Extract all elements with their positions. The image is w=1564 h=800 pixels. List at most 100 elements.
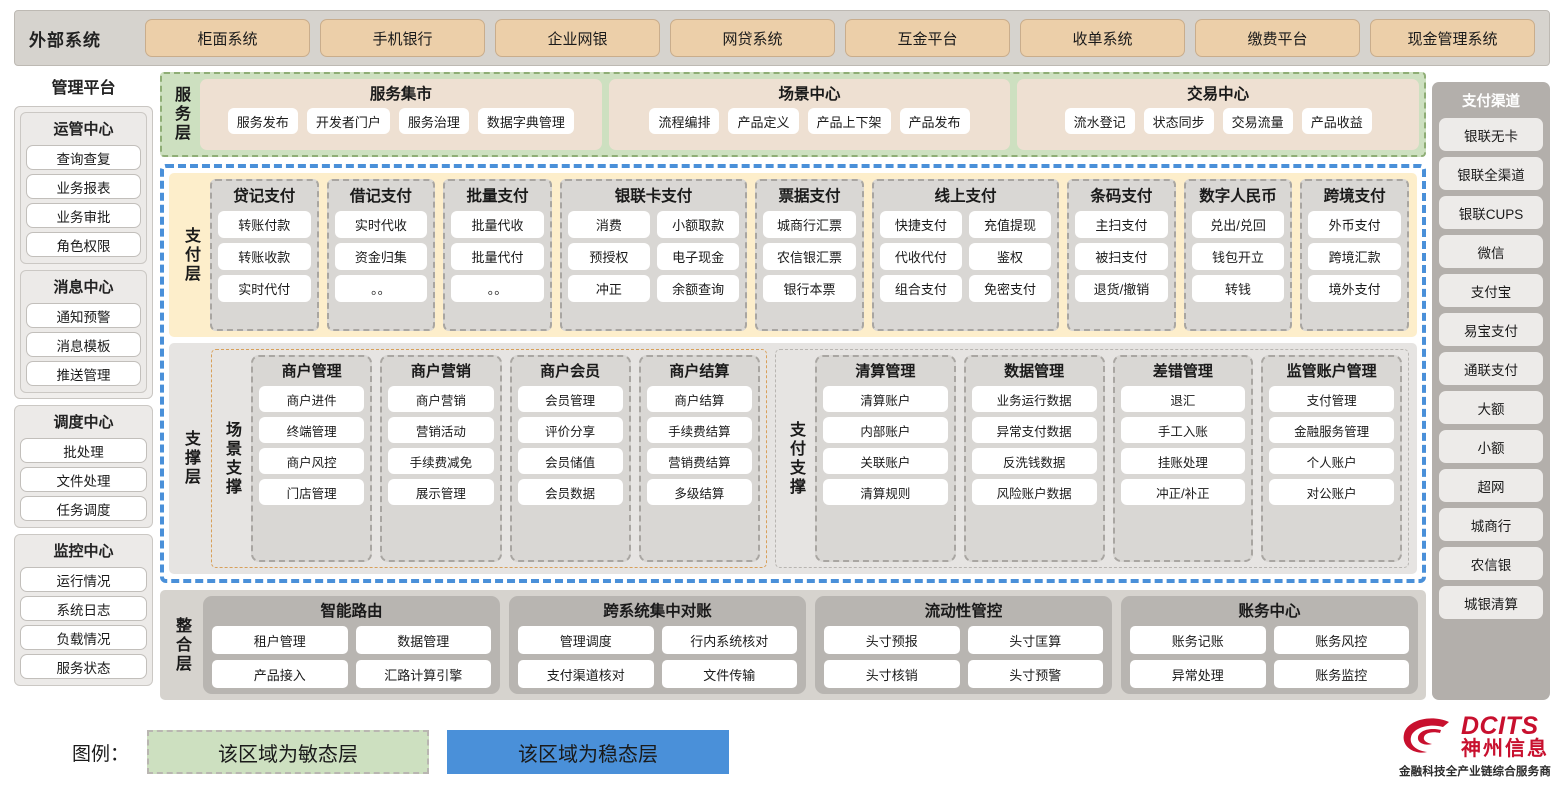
support-item[interactable]: 会员储值 <box>517 448 623 474</box>
payment-channel-item[interactable]: 城银清算 <box>1439 586 1543 619</box>
integration-item[interactable]: 支付渠道核对 <box>518 660 654 688</box>
management-menu-item[interactable]: 负载情况 <box>20 625 147 650</box>
support-item[interactable]: 内部账户 <box>823 417 948 443</box>
support-item[interactable]: 清算账户 <box>823 386 948 412</box>
pay-item[interactable]: 转账收款 <box>218 243 311 270</box>
integration-item[interactable]: 管理调度 <box>518 626 654 654</box>
service-item[interactable]: 开发者门户 <box>306 108 390 134</box>
pay-item[interactable]: 资金归集 <box>334 243 428 270</box>
service-item[interactable]: 产品定义 <box>728 108 799 134</box>
integration-item[interactable]: 账务风控 <box>1273 626 1409 654</box>
payment-channel-item[interactable]: 农信银 <box>1439 547 1543 580</box>
pay-item[interactable]: 小额取款 <box>657 211 740 238</box>
management-menu-item[interactable]: 任务调度 <box>20 496 147 521</box>
integration-item[interactable]: 产品接入 <box>212 660 348 688</box>
support-item[interactable]: 风险账户数据 <box>971 479 1097 505</box>
support-item[interactable]: 评价分享 <box>517 417 623 443</box>
pay-item[interactable]: 城商行汇票 <box>763 211 856 238</box>
integration-item[interactable]: 汇路计算引擎 <box>355 660 491 688</box>
integration-item[interactable]: 数据管理 <box>355 626 491 654</box>
external-system-item[interactable]: 现金管理系统 <box>1370 19 1535 57</box>
pay-item[interactable]: 鉴权 <box>968 243 1052 270</box>
service-item[interactable]: 服务治理 <box>398 108 469 134</box>
pay-item[interactable]: 预授权 <box>567 243 650 270</box>
payment-channel-item[interactable]: 易宝支付 <box>1439 313 1543 346</box>
management-menu-item[interactable]: 业务报表 <box>26 174 141 199</box>
support-item[interactable]: 商户进件 <box>259 386 365 412</box>
support-item[interactable]: 会员管理 <box>517 386 623 412</box>
management-menu-item[interactable]: 批处理 <box>20 438 147 463</box>
management-menu-item[interactable]: 通知预警 <box>26 303 141 328</box>
pay-item[interactable]: 批量代付 <box>451 243 544 270</box>
pay-item[interactable]: 组合支付 <box>879 275 962 302</box>
support-item[interactable]: 商户风控 <box>259 448 365 474</box>
pay-item[interactable]: 代收代付 <box>879 243 962 270</box>
payment-channel-item[interactable]: 银联无卡 <box>1439 118 1543 151</box>
service-item[interactable]: 服务发布 <box>227 108 298 134</box>
support-item[interactable]: 挂账处理 <box>1120 448 1246 474</box>
support-item[interactable]: 手续费结算 <box>646 417 752 443</box>
support-item[interactable]: 清算规则 <box>823 479 948 505</box>
support-item[interactable]: 支付管理 <box>1269 386 1394 412</box>
payment-channel-item[interactable]: 超网 <box>1439 469 1543 502</box>
support-item[interactable]: 门店管理 <box>259 479 365 505</box>
integration-item[interactable]: 头寸预警 <box>967 660 1103 688</box>
support-item[interactable]: 关联账户 <box>823 448 948 474</box>
support-item[interactable]: 营销活动 <box>388 417 494 443</box>
service-item[interactable]: 数据字典管理 <box>477 108 574 134</box>
support-item[interactable]: 业务运行数据 <box>971 386 1097 412</box>
integration-item[interactable]: 异常处理 <box>1130 660 1266 688</box>
payment-channel-item[interactable]: 银联CUPS <box>1439 196 1543 229</box>
support-item[interactable]: 终端管理 <box>259 417 365 443</box>
payment-channel-item[interactable]: 微信 <box>1439 235 1543 268</box>
pay-item[interactable]: 实时代收 <box>334 211 428 238</box>
external-system-item[interactable]: 互金平台 <box>845 19 1010 57</box>
support-item[interactable]: 个人账户 <box>1269 448 1394 474</box>
pay-item[interactable]: 冲正 <box>567 275 650 302</box>
management-menu-item[interactable]: 服务状态 <box>20 654 147 679</box>
support-item[interactable]: 会员数据 <box>517 479 623 505</box>
pay-item[interactable]: 。。 <box>334 275 428 302</box>
pay-item[interactable]: 钱包开立 <box>1191 243 1285 270</box>
support-item[interactable]: 退汇 <box>1120 386 1246 412</box>
service-item[interactable]: 产品上下架 <box>807 108 891 134</box>
integration-item[interactable]: 头寸预报 <box>824 626 960 654</box>
support-item[interactable]: 营销费结算 <box>646 448 752 474</box>
payment-channel-item[interactable]: 支付宝 <box>1439 274 1543 307</box>
service-item[interactable]: 产品发布 <box>899 108 970 134</box>
pay-item[interactable]: 银行本票 <box>763 275 856 302</box>
pay-item[interactable]: 转钱 <box>1191 275 1285 302</box>
integration-item[interactable]: 账务记账 <box>1130 626 1266 654</box>
service-item[interactable]: 交易流量 <box>1222 108 1293 134</box>
payment-channel-item[interactable]: 大额 <box>1439 391 1543 424</box>
management-menu-item[interactable]: 业务审批 <box>26 203 141 228</box>
pay-item[interactable]: 外币支付 <box>1308 211 1401 238</box>
service-item[interactable]: 产品收益 <box>1301 108 1372 134</box>
management-menu-item[interactable]: 推送管理 <box>26 361 141 386</box>
management-menu-item[interactable]: 消息模板 <box>26 332 141 357</box>
support-item[interactable]: 商户营销 <box>388 386 494 412</box>
external-system-item[interactable]: 企业网银 <box>495 19 660 57</box>
management-menu-item[interactable]: 角色权限 <box>26 232 141 257</box>
pay-item[interactable]: 兑出/兑回 <box>1191 211 1285 238</box>
management-menu-item[interactable]: 系统日志 <box>20 596 147 621</box>
management-menu-item[interactable]: 查询查复 <box>26 145 141 170</box>
support-item[interactable]: 手续费减免 <box>388 448 494 474</box>
support-item[interactable]: 反洗钱数据 <box>971 448 1097 474</box>
pay-item[interactable]: 电子现金 <box>657 243 740 270</box>
integration-item[interactable]: 行内系统核对 <box>661 626 797 654</box>
service-item[interactable]: 状态同步 <box>1143 108 1214 134</box>
support-item[interactable]: 金融服务管理 <box>1269 417 1394 443</box>
external-system-item[interactable]: 手机银行 <box>320 19 485 57</box>
integration-item[interactable]: 账务监控 <box>1273 660 1409 688</box>
support-item[interactable]: 对公账户 <box>1269 479 1394 505</box>
support-item[interactable]: 展示管理 <box>388 479 494 505</box>
payment-channel-item[interactable]: 小额 <box>1439 430 1543 463</box>
pay-item[interactable]: 境外支付 <box>1308 275 1401 302</box>
pay-item[interactable]: 快捷支付 <box>879 211 962 238</box>
pay-item[interactable]: 跨境汇款 <box>1308 243 1401 270</box>
integration-item[interactable]: 租户管理 <box>212 626 348 654</box>
pay-item[interactable]: 实时代付 <box>218 275 311 302</box>
pay-item[interactable]: 农信银汇票 <box>763 243 856 270</box>
integration-item[interactable]: 头寸匡算 <box>967 626 1103 654</box>
